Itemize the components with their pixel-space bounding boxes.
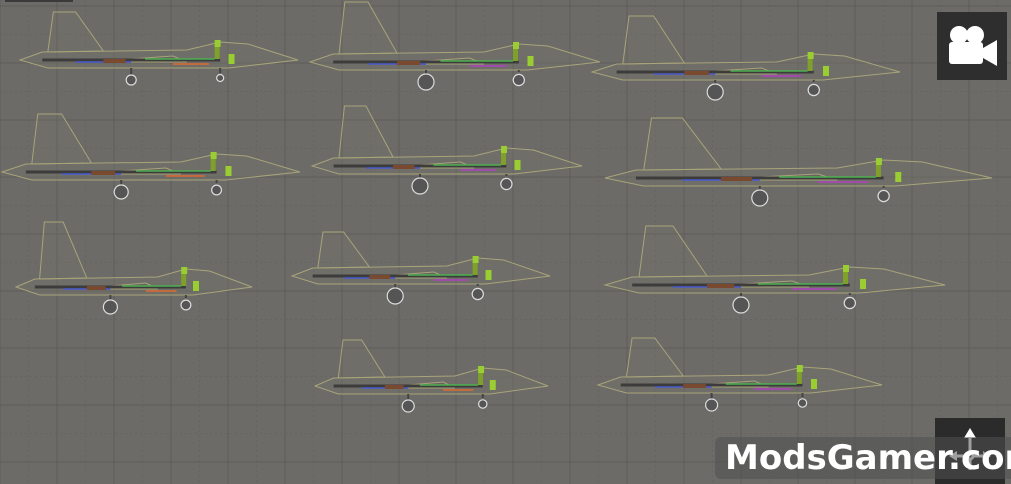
jet-aircraft[interactable] [0,113,301,200]
wheel [797,398,808,408]
tail-fin [338,105,394,159]
tail-fin [643,117,723,171]
pilot-ragdoll[interactable] [807,52,829,76]
tail-fin [638,225,708,278]
wheel [706,83,724,101]
tail-fin [39,221,88,280]
camera-icon [949,26,997,66]
jet-aircraft[interactable] [18,11,299,86]
pilot-ragdoll[interactable] [210,152,232,176]
wheel [411,177,429,195]
wheel [751,189,769,207]
pilot-ragdoll[interactable] [875,158,902,182]
jet-aircraft[interactable] [290,231,551,305]
jet-aircraft[interactable] [313,339,549,413]
wheel [125,74,137,86]
jet-aircraft[interactable] [604,117,993,207]
jet-aircraft[interactable] [308,1,601,91]
tail-fin [47,11,105,53]
jet-aircraft[interactable] [14,221,253,315]
camera-button[interactable] [937,12,1007,80]
watermark: ModsGamer.com [715,437,1011,479]
wheel [477,399,488,409]
pilot-ragdoll[interactable] [513,42,534,66]
wheel [512,73,526,87]
wheel [211,184,223,196]
wheel [386,287,404,305]
pilot-ragdoll[interactable] [181,267,199,291]
pilot-ragdoll[interactable] [501,146,521,170]
wheel [401,399,415,413]
wheel [471,287,484,301]
tail-fin [317,231,371,269]
tail-fin [625,337,685,378]
wheel [180,299,192,311]
jet-aircraft[interactable] [596,337,883,412]
wheel [102,299,119,315]
wheel [500,177,513,191]
wheel [732,296,750,314]
wheel [843,296,857,310]
jet-aircraft[interactable] [310,105,583,195]
tail-fin [31,113,93,165]
pilot-ragdoll[interactable] [472,256,492,280]
tail-fin [622,15,686,65]
tail-fin [338,1,398,55]
wheel [417,73,435,91]
wheel [216,73,225,83]
pilot-ragdoll[interactable] [478,366,496,390]
pilot-ragdoll[interactable] [843,265,866,289]
pilot-ragdoll[interactable] [796,365,817,389]
wheel [113,184,129,200]
jet-aircraft[interactable] [603,225,946,314]
top-bar [5,0,73,2]
wheel [807,83,820,97]
pilot-ragdoll[interactable] [214,40,235,64]
wheel [704,398,719,412]
jet-aircraft[interactable] [590,15,901,101]
wheel [877,189,890,203]
tail-fin [337,339,386,379]
